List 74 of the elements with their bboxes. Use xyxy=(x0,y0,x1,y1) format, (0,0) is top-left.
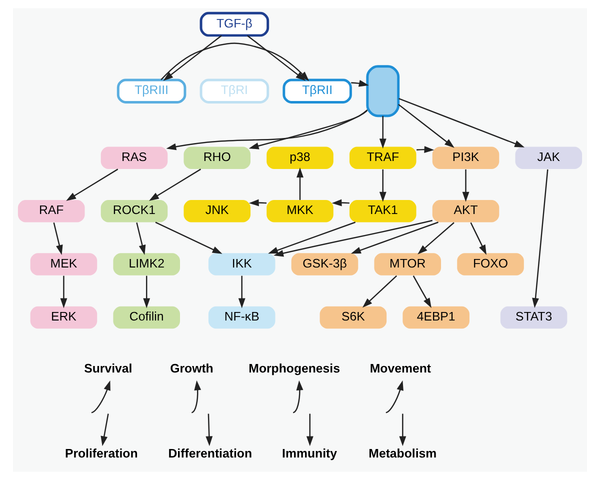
arrow xyxy=(306,414,314,446)
node-box: AKT xyxy=(432,200,500,222)
node-text: Metabolism xyxy=(368,446,437,461)
arrow xyxy=(268,222,356,254)
arrow xyxy=(532,169,548,308)
arrow xyxy=(238,276,246,308)
arrow xyxy=(155,222,222,254)
node-text: Survival xyxy=(84,362,132,376)
node-box: TRAF xyxy=(349,146,416,170)
arrow xyxy=(292,380,304,414)
node-text: Growth xyxy=(170,362,214,376)
arrow xyxy=(136,222,146,255)
arrow xyxy=(379,116,386,149)
arrow xyxy=(248,110,368,150)
arrow xyxy=(100,414,109,446)
arrow xyxy=(350,222,438,254)
node-box: MTOR xyxy=(374,253,442,276)
arrow xyxy=(399,414,406,446)
arrow xyxy=(412,276,432,308)
node-box: S6K xyxy=(320,306,387,329)
node-box: JAK xyxy=(515,146,582,170)
arrow xyxy=(66,168,118,201)
arrow xyxy=(206,414,213,446)
node-box: RHO xyxy=(184,146,251,170)
arrow xyxy=(60,276,68,308)
arrow xyxy=(166,110,368,150)
node-box: TβRII xyxy=(282,78,352,104)
arrow xyxy=(163,35,222,81)
arrow xyxy=(332,199,350,206)
node-box: p38 xyxy=(266,146,334,170)
arrow xyxy=(143,276,150,308)
arrow xyxy=(379,169,386,202)
arrow xyxy=(416,146,434,154)
node-text: Movement xyxy=(370,362,432,376)
node-box: STAT3 xyxy=(500,306,568,329)
arrow xyxy=(274,220,432,257)
node-text: Proliferation xyxy=(64,446,138,461)
node-box: TAK1 xyxy=(349,200,416,222)
node-box: ROCK1 xyxy=(100,200,168,222)
node-box: ERK xyxy=(30,306,98,329)
arrow xyxy=(398,104,454,148)
arrow xyxy=(296,168,304,200)
node-box: GSK-3β xyxy=(291,253,358,276)
node-box: TGF-β xyxy=(200,12,270,37)
arrow xyxy=(191,380,202,414)
arrow xyxy=(470,222,486,255)
node-box: LIMK2 xyxy=(113,253,180,276)
node-box xyxy=(366,65,400,118)
node-box: JNK xyxy=(184,200,251,222)
node-text: Morphogenesis xyxy=(248,362,340,376)
arrow xyxy=(248,199,267,206)
arrow xyxy=(398,98,525,148)
arrow xyxy=(91,380,110,414)
node-box: 4EBP1 xyxy=(402,306,470,329)
node-box: PI3K xyxy=(432,146,500,170)
node-box: MEK xyxy=(30,253,98,276)
arrow xyxy=(386,380,404,414)
node-box: Cofilin xyxy=(113,306,180,329)
node-box: IKK xyxy=(208,253,276,276)
node-text: Differentiation xyxy=(168,446,252,461)
arrow xyxy=(148,168,202,201)
node-box: FOXO xyxy=(457,253,524,276)
node-box: TβRIII xyxy=(116,78,186,104)
node-box: MKK xyxy=(266,200,334,222)
arrow xyxy=(53,222,63,255)
arrow xyxy=(462,169,470,202)
node-box: NF-κB xyxy=(208,306,276,329)
arrow xyxy=(362,275,398,308)
arrow xyxy=(351,80,369,87)
node-text: Immunity xyxy=(282,446,337,461)
node-box: RAS xyxy=(100,146,168,170)
node-box: TβRI xyxy=(200,78,270,104)
arrow xyxy=(418,222,454,254)
node-box: RAF xyxy=(18,200,85,222)
